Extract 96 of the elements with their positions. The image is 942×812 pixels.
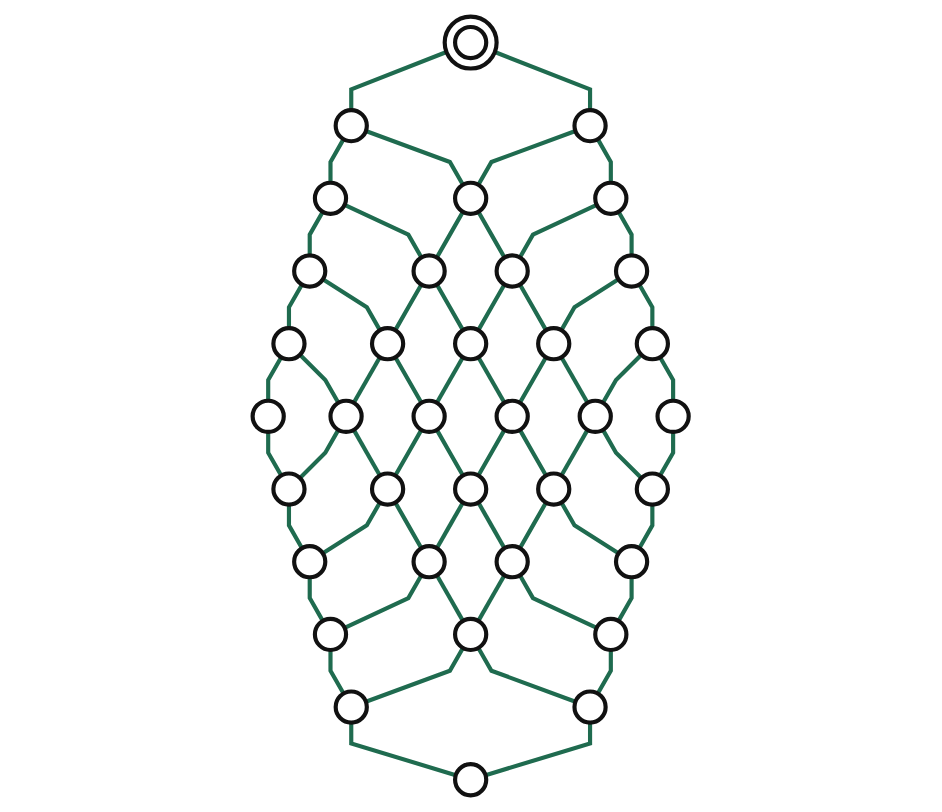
connector — [518, 356, 549, 404]
node-circle — [614, 253, 650, 289]
node-circle — [370, 471, 406, 507]
connector — [266, 356, 284, 401]
connector — [298, 353, 341, 404]
node-circle — [250, 398, 287, 435]
connector — [596, 650, 614, 695]
connector — [518, 203, 598, 259]
connector — [435, 283, 466, 332]
connector — [287, 504, 305, 550]
connector — [518, 574, 598, 630]
connector — [596, 138, 614, 183]
connector — [476, 210, 507, 259]
connector — [476, 428, 507, 477]
connector — [352, 356, 382, 404]
node-circle — [328, 398, 365, 435]
connector — [393, 501, 424, 550]
connector — [308, 210, 325, 256]
connector — [518, 428, 549, 477]
connector — [393, 356, 424, 404]
connector — [518, 283, 549, 332]
connector — [601, 353, 644, 404]
connector — [328, 138, 346, 183]
connector — [658, 431, 676, 477]
connector — [393, 283, 424, 332]
connector — [476, 501, 507, 550]
connector — [344, 574, 424, 630]
node-circle — [614, 544, 650, 580]
connector — [637, 283, 655, 329]
connector — [435, 428, 466, 477]
node-circle — [313, 616, 349, 653]
node-circle — [635, 471, 671, 507]
connector — [560, 277, 620, 332]
connector — [365, 129, 466, 186]
connector — [476, 129, 577, 186]
node-circle — [453, 762, 489, 798]
node-circle — [494, 544, 531, 580]
connector — [476, 283, 507, 332]
node-circle — [333, 689, 370, 725]
connector — [287, 283, 305, 329]
connector — [266, 431, 284, 477]
node-circle — [453, 326, 489, 362]
node-circle — [411, 253, 448, 289]
node-circle — [411, 544, 448, 580]
connector — [617, 210, 634, 256]
node-circle — [292, 253, 328, 289]
connector — [298, 428, 341, 480]
node-circle — [494, 253, 531, 289]
connector — [393, 428, 424, 477]
node-circle — [593, 180, 629, 216]
connector — [322, 277, 382, 332]
connector — [328, 650, 346, 695]
connector — [349, 50, 448, 111]
connector — [601, 428, 644, 480]
connector — [352, 428, 382, 477]
connector — [494, 50, 593, 111]
node-circle — [635, 326, 671, 362]
node-circle — [453, 471, 489, 507]
node-circle — [494, 398, 531, 435]
connector — [560, 501, 620, 556]
node-circle — [292, 544, 328, 580]
node-circle — [572, 689, 609, 725]
connector — [476, 646, 577, 704]
node-circle — [572, 108, 609, 144]
connector — [617, 577, 634, 622]
node-circle — [536, 471, 572, 507]
node-circle — [453, 180, 489, 216]
node-circle — [271, 326, 307, 362]
connector — [322, 501, 382, 556]
connector — [560, 428, 590, 477]
connector — [435, 210, 466, 259]
node-circle — [313, 180, 349, 216]
connector — [560, 356, 590, 404]
connector — [476, 574, 507, 622]
connector — [365, 646, 466, 704]
connector — [637, 504, 655, 550]
connector — [485, 722, 593, 778]
node-circle — [271, 471, 307, 507]
node-circle — [593, 616, 629, 653]
node-circle — [411, 398, 448, 435]
connector — [435, 501, 466, 550]
connector — [518, 501, 549, 550]
node-circle — [536, 326, 572, 362]
node-circle — [333, 108, 370, 144]
connector — [476, 356, 507, 404]
node-circle — [370, 326, 406, 362]
connector — [658, 356, 676, 401]
connector — [435, 356, 466, 404]
node-circle — [577, 398, 614, 435]
node-circle — [453, 616, 489, 653]
connector — [435, 574, 466, 622]
connector — [344, 203, 424, 259]
node-circle — [442, 14, 500, 71]
connector — [349, 722, 457, 778]
connector — [308, 577, 325, 622]
node-circle — [655, 398, 692, 435]
